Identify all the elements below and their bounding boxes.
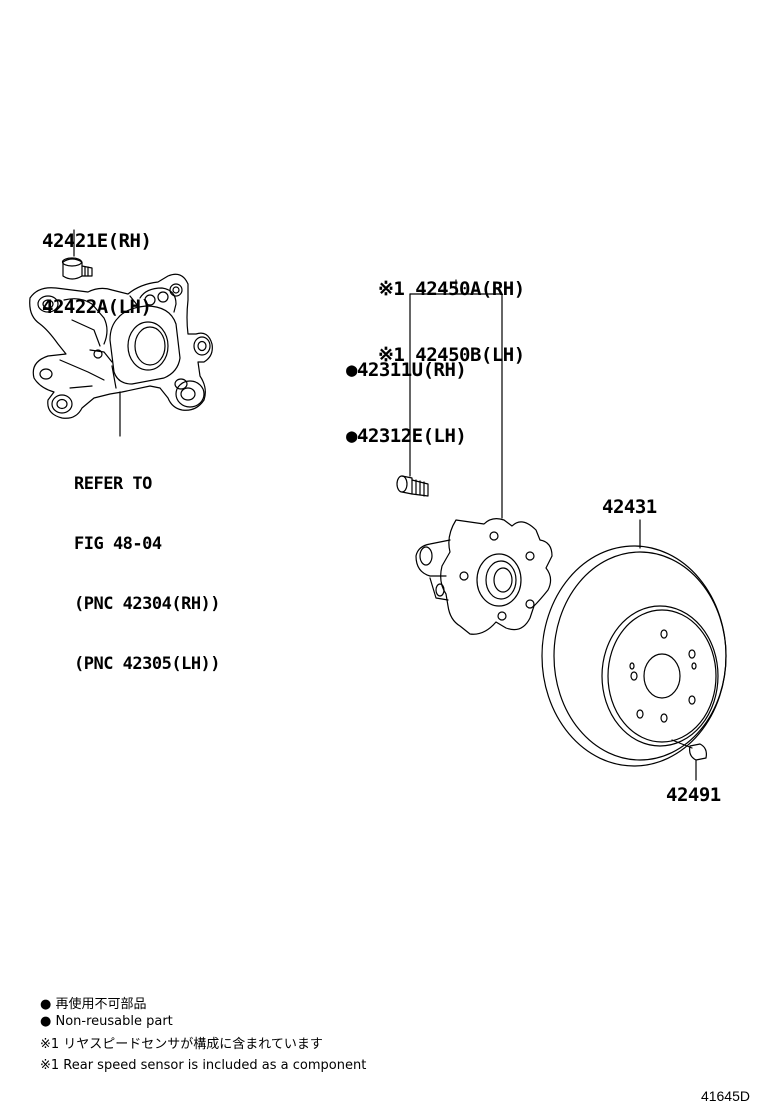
hub-part-number-lh: ※1 42450B(LH)	[378, 344, 525, 366]
refer-note-line4: (PNC 42305(LH))	[74, 654, 221, 674]
knuckle-callout: 42421E(RH) 42422A(LH)	[42, 186, 152, 340]
hub-bolt	[397, 476, 428, 496]
refer-note: REFER TO FIG 48-04 (PNC 42304(RH)) (PNC …	[74, 434, 221, 694]
legend-sensor-jp: ※1 リヤスピードセンサが構成に含まれています	[40, 1037, 323, 1052]
figure-id: 41645D	[700, 1088, 750, 1104]
screw-part-number: 42491	[666, 784, 721, 806]
refer-note-line2: FIG 48-04	[74, 534, 162, 554]
hub-callout: ※1 42450A(RH) ※1 42450B(LH)	[378, 234, 525, 388]
hub-bolt-part-number-lh: ●42312E(LH)	[346, 425, 467, 447]
disc-screw	[672, 740, 706, 780]
knuckle-part-number-rh: 42421E(RH)	[42, 230, 152, 252]
legend-sensor-en: ※1 Rear speed sensor is included as a co…	[40, 1058, 367, 1073]
hub-bolt-callout: ●42311U(RH) ●42312E(LH)	[346, 315, 467, 469]
rear-axle-carrier-drawing	[30, 230, 213, 418]
legend-nonreusable-en: ● Non-reusable part	[40, 1014, 173, 1029]
knuckle-bolt	[63, 230, 93, 279]
legend-nonreusable-jp: ● 再使用不可部品	[40, 997, 147, 1012]
hub-part-number-rh: ※1 42450A(RH)	[378, 278, 525, 300]
hub-callout-bracket	[410, 280, 502, 518]
brake-disc-drawing	[542, 520, 726, 766]
hub-bearing-drawing	[416, 519, 552, 635]
refer-note-line1: REFER TO	[74, 474, 152, 494]
hub-bolt-part-number-rh: ●42311U(RH)	[346, 359, 467, 381]
knuckle-part-number-lh: 42422A(LH)	[42, 296, 152, 318]
refer-note-line3: (PNC 42304(RH))	[74, 594, 221, 614]
disc-part-number: 42431	[602, 496, 657, 518]
